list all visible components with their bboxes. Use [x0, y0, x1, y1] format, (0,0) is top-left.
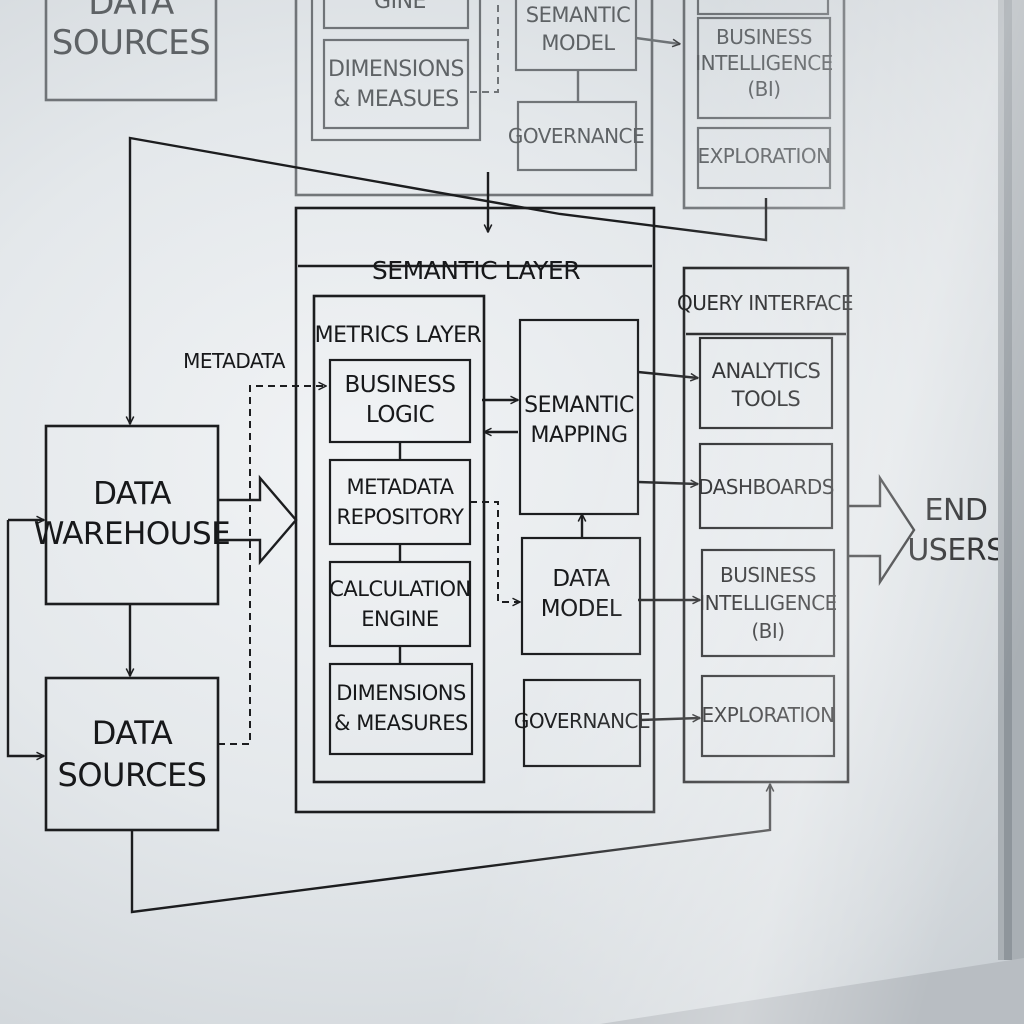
- semantic-mapping-label-line-2: MAPPING: [530, 423, 627, 448]
- faint-engine-label: GINE: [374, 0, 426, 14]
- query-interface-title: QUERY INTERFACE: [677, 291, 853, 315]
- business-intelligence-label-line-3: (BI): [751, 619, 784, 643]
- faint-semantic-model-label-line-1: SEMANTIC: [526, 3, 630, 27]
- data-warehouse-label-line-1: DATA: [93, 476, 171, 512]
- dashboards-box: [698, 442, 834, 530]
- business-logic-box: [328, 358, 472, 444]
- semantic-mapping-box: [518, 318, 640, 516]
- faint-data-sources-label-line-1: DATA: [88, 0, 174, 23]
- faint-engine-label-line-1: GINE: [374, 0, 426, 14]
- semantic-layer-title-line-1: SEMANTIC LAYER: [372, 256, 580, 285]
- exploration-label: EXPLORATION: [701, 703, 834, 727]
- faint-upper-left-panel: [310, 0, 482, 142]
- faint-governance-box: [516, 100, 638, 172]
- query-interface-container: [682, 266, 850, 784]
- faint-right-container: [682, 0, 846, 210]
- business-intelligence-label: BUSINESS INTELLIGENCE (BI): [699, 563, 837, 643]
- dimensions-measures-label-line-1: DIMENSIONS: [336, 681, 466, 705]
- data-model-label-line-1: DATA: [552, 566, 610, 592]
- faint-semantic-model-label: SEMANTIC MODEL: [526, 3, 630, 55]
- analytics-tools-label: ANALYTICS TOOLS: [712, 359, 821, 411]
- semantic-mapping-label: SEMANTIC MAPPING: [524, 393, 634, 448]
- analytics-tools-label-line-2: TOOLS: [731, 387, 801, 411]
- whiteboard-frame-bottom: [600, 958, 1024, 1024]
- faint-upper-container: [294, 0, 654, 197]
- data-warehouse-label: DATA WAREHOUSE: [34, 476, 230, 552]
- end-users-label-line-1: END: [925, 493, 988, 528]
- governance-label-line-1: GOVERNANCE: [514, 709, 650, 733]
- data-sources-box: [44, 676, 220, 832]
- data-model-label-line-2: MODEL: [541, 596, 622, 622]
- metrics-layer-title: METRICS LAYER: [315, 323, 482, 348]
- query-interface-title-line-1: QUERY INTERFACE: [677, 291, 853, 315]
- dashboards-label: DASHBOARDS: [698, 475, 834, 499]
- metadata-repository-box: [328, 458, 472, 546]
- business-intelligence-label-line-1: BUSINESS: [720, 563, 816, 587]
- faint-dimensions-label-line-1: DIMENSIONS: [328, 57, 464, 82]
- calculation-engine-label: CALCULATION ENGINE: [329, 577, 470, 631]
- faint-bi-label-line-2: INTELLIGENCE: [695, 51, 833, 75]
- business-logic-label-line-1: BUSINESS: [345, 372, 456, 398]
- calculation-engine-label-line-1: CALCULATION: [329, 577, 470, 601]
- metadata-repository-label-line-2: REPOSITORY: [336, 505, 464, 529]
- metrics-layer-container: [312, 294, 486, 784]
- faint-dimensions-box: [322, 38, 470, 130]
- exploration-label-line-1: EXPLORATION: [701, 703, 834, 727]
- business-logic-label: BUSINESS LOGIC: [345, 372, 456, 428]
- faint-dimensions-label: DIMENSIONS & MEASUES: [328, 57, 464, 112]
- faint-semantic-model-label-line-2: MODEL: [541, 31, 615, 55]
- faint-exploration-label-line-1: EXPLORATION: [697, 144, 830, 168]
- analytics-tools-label-line-1: ANALYTICS: [712, 359, 821, 383]
- semantic-mapping-label-line-1: SEMANTIC: [524, 393, 634, 418]
- faint-bi-label-line-1: BUSINESS: [716, 25, 812, 49]
- business-intelligence-label-line-2: INTELLIGENCE: [699, 591, 837, 615]
- exploration-box: [700, 674, 836, 758]
- end-users-label: END USERS: [907, 493, 1004, 568]
- calculation-engine-box: [328, 560, 472, 648]
- faint-engine-box: [322, 0, 470, 30]
- dimensions-measures-box: [328, 662, 474, 756]
- data-model-box: [520, 536, 642, 656]
- faint-data-sources-box: [44, 0, 218, 102]
- to-end-users-arrow: [848, 473, 916, 587]
- metadata-label: METADATA: [183, 349, 286, 373]
- governance-box: [522, 678, 642, 768]
- metadata-label-line-1: METADATA: [183, 349, 286, 373]
- business-logic-label-line-2: LOGIC: [366, 402, 434, 428]
- faint-bi-box: [696, 16, 832, 120]
- dimensions-measures-label: DIMENSIONS & MEASURES: [334, 681, 468, 735]
- data-model-label: DATA MODEL: [541, 566, 622, 622]
- data-warehouse-label-line-2: WAREHOUSE: [34, 516, 230, 552]
- faint-bi-label-line-3: (BI): [747, 77, 780, 101]
- business-intelligence-box: [700, 548, 836, 658]
- semantic-layer-title: SEMANTIC LAYER: [372, 256, 580, 285]
- metrics-layer-title-line-1: METRICS LAYER: [315, 323, 482, 348]
- semantic-layer-container: [294, 206, 656, 814]
- analytics-tools-box: [698, 336, 834, 430]
- data-sources-label: DATA SOURCES: [58, 714, 207, 794]
- faint-semantic-model-box: [514, 0, 638, 72]
- faint-exploration-label: EXPLORATION: [697, 144, 830, 168]
- metadata-repository-label: METADATA REPOSITORY: [336, 475, 464, 529]
- data-sources-label-line-1: DATA: [92, 714, 173, 752]
- dimensions-measures-label-line-2: & MEASURES: [334, 711, 468, 735]
- faint-dimensions-label-line-2: & MEASUES: [333, 87, 459, 112]
- dashboards-label-line-1: DASHBOARDS: [698, 475, 834, 499]
- faint-governance-label: GOVERNANCE: [508, 124, 644, 148]
- end-users-label-line-2: USERS: [907, 533, 1004, 568]
- faint-data-sources-label-line-2: SOURCES: [52, 23, 210, 63]
- faint-governance-label-line-1: GOVERNANCE: [508, 124, 644, 148]
- data-warehouse-box: [44, 424, 220, 606]
- data-sources-label-line-2: SOURCES: [58, 756, 207, 794]
- calculation-engine-label-line-2: ENGINE: [361, 607, 438, 631]
- governance-label: GOVERNANCE: [514, 709, 650, 733]
- metadata-repository-label-line-1: METADATA: [346, 475, 454, 499]
- faint-exploration-box: [696, 126, 832, 190]
